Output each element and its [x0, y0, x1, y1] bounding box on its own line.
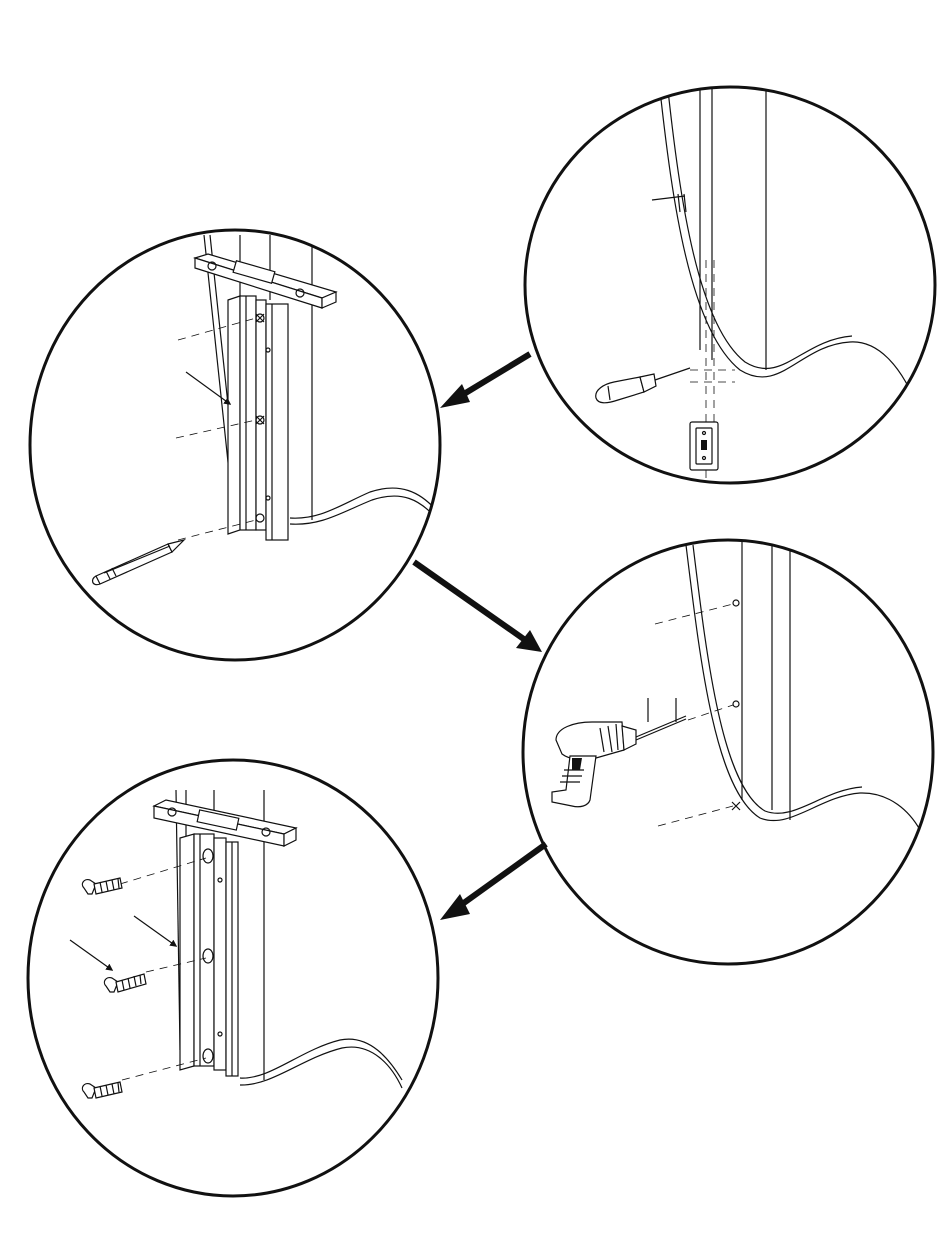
track-rail-icon: [228, 296, 288, 540]
arrow-step1-to-step2: [440, 354, 530, 408]
arrow-step3-to-step4: [440, 844, 546, 920]
step-4-circle: [28, 760, 438, 1196]
step-2-circle: [30, 230, 440, 660]
arrow-step2-to-step3: [414, 562, 542, 652]
step-1-circle: [525, 80, 935, 500]
light-switch-icon: [690, 422, 718, 470]
step-3-circle: [523, 540, 933, 964]
track-rail-icon: [180, 834, 238, 1076]
